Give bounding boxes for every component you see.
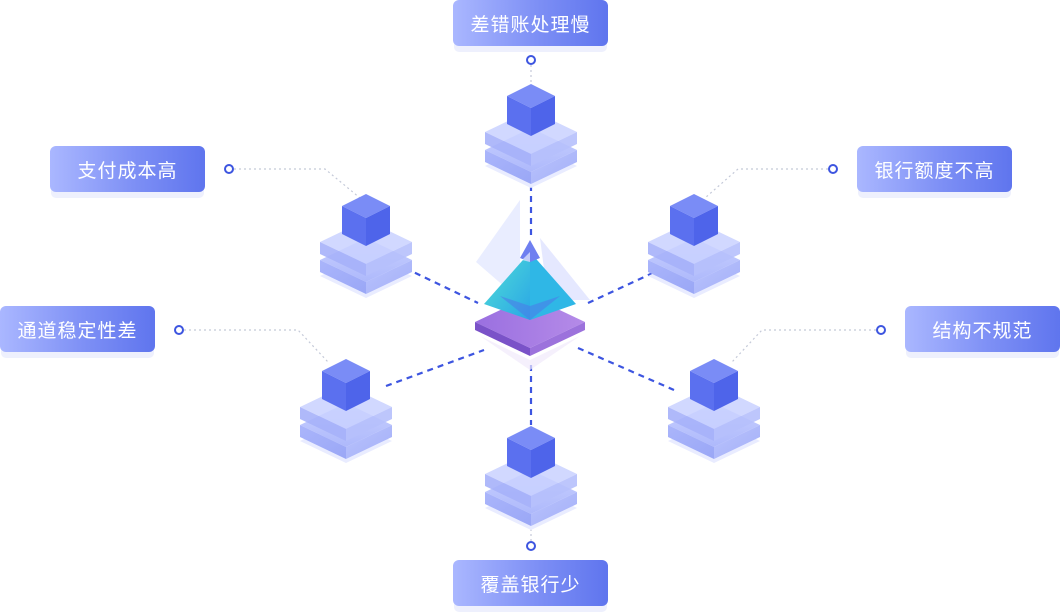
cube-lower-right [668,359,760,463]
cube-lower-left [300,359,392,463]
pyramid-core [475,200,590,370]
endpoint-upper-right [828,164,838,174]
label-lower-left: 通道稳定性差 [0,306,155,352]
endpoint-upper-left [224,164,234,174]
cube-bottom [485,426,577,530]
label-bottom: 覆盖银行少 [453,560,608,606]
endpoint-lower-right [876,325,886,335]
label-upper-right: 银行额度不高 [857,146,1012,192]
leader-endpoints [174,55,886,551]
center-connectors [385,185,675,425]
endpoint-lower-left [174,325,184,335]
endpoint-bottom [526,541,536,551]
cube-top [485,84,577,188]
label-lower-right: 结构不规范 [905,306,1060,352]
label-top: 差错账处理慢 [453,0,608,46]
cube-upper-left [320,194,412,298]
endpoint-top [526,55,536,65]
label-upper-left: 支付成本高 [50,146,205,192]
cube-upper-right [648,194,740,298]
